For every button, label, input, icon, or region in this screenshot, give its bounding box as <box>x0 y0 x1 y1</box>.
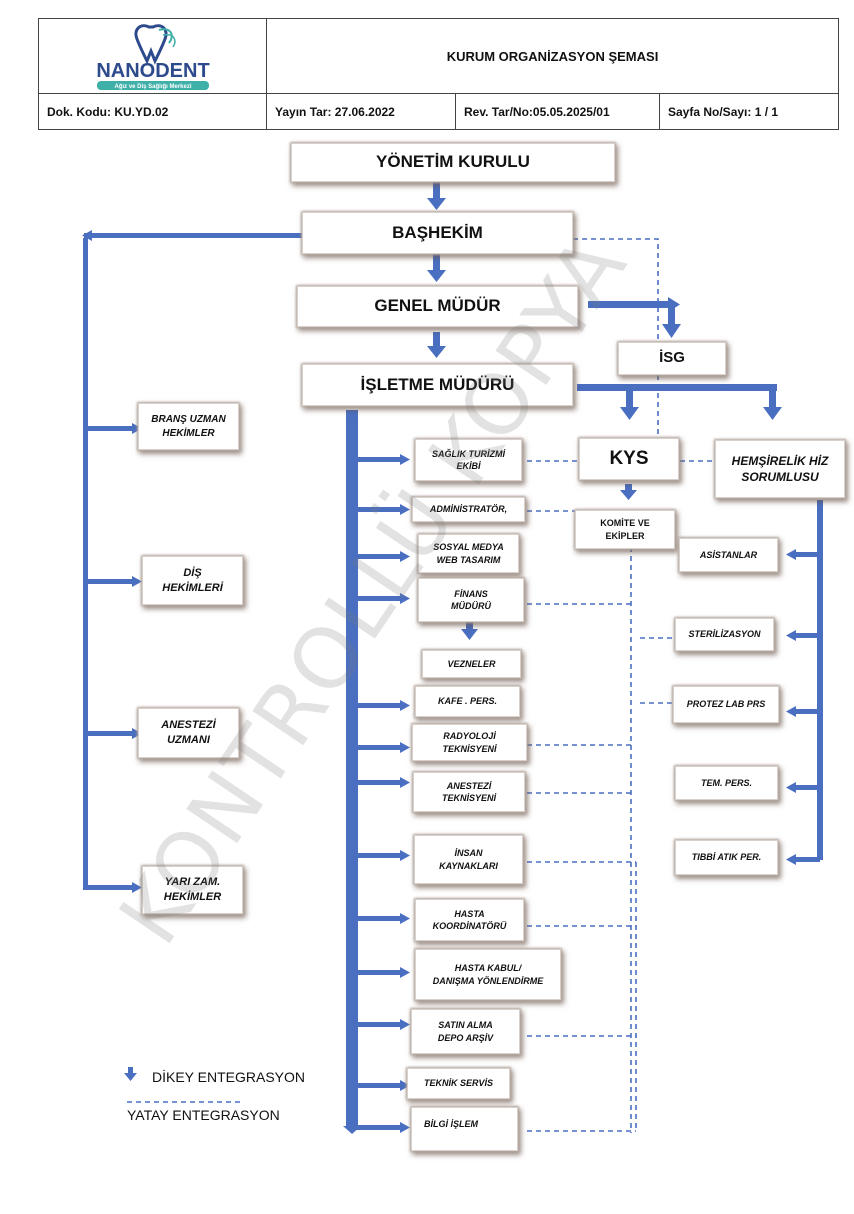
center-box-administrator: ADMİNİSTRATÖR, <box>412 497 525 522</box>
right-box-medical-waste: TIBBİ ATIK PER. <box>675 840 778 875</box>
center-box-anesthesia-tech: ANESTEZİ TEKNİSYENİ <box>413 772 525 812</box>
committees-box: KOMİTE VE EKİPLER <box>575 510 675 549</box>
general-manager-box: GENEL MÜDÜR <box>297 286 578 327</box>
center-box-health-tourism: SAĞLIK TURİZMİ EKİBİ <box>415 439 522 481</box>
left-box-anesthesiologist: ANESTEZİ UZMANI <box>138 708 239 758</box>
left-box-branch-specialists: BRANŞ UZMAN HEKİMLER <box>138 403 239 450</box>
isg-box: İSG <box>618 342 726 375</box>
center-box-cafe-staff: KAFE . PERS. <box>415 686 520 717</box>
logo-name: NANODENT <box>96 60 209 82</box>
center-box-it: BİLGİ İŞLEM <box>411 1107 518 1151</box>
kys-box: KYS <box>579 438 679 480</box>
center-box-technical-service: TEKNİK SERVİS <box>407 1068 510 1099</box>
nanodent-logo: NANODENT Ağız ve Diş Sağlığı Merkezi <box>96 24 210 90</box>
nursing-box: HEMŞİRELİK HİZ SORUMLUSU <box>715 440 845 498</box>
legend-vertical-label: DİKEY ENTEGRASYON <box>152 1069 306 1085</box>
legend-horizontal-label: YATAY ENTEGRASYON <box>127 1107 280 1123</box>
chief-physician-box: BAŞHEKİM <box>302 212 573 254</box>
board-box: YÖNETİM KURULU <box>291 143 615 182</box>
center-box-finance: FİNANS MÜDÜRÜ <box>418 578 524 622</box>
page-number: Sayfa No/Sayı: 1 / 1 <box>659 93 839 130</box>
left-box-dentists: DİŞ HEKİMLERİ <box>142 556 243 605</box>
center-box-social-media: SOSYAL MEDYA WEB TASARIM <box>418 534 519 573</box>
left-box-part-time: YARI ZAM. HEKİMLER <box>142 866 243 914</box>
center-box-patient-coordinator: HASTA KOORDİNATÖRÜ <box>415 899 524 941</box>
right-box-sterilization: STERİLİZASYON <box>675 618 774 651</box>
center-box-radiology-tech: RADYOLOJİ TEKNİSYENİ <box>412 724 527 761</box>
center-box-human-resources: İNSAN KAYNAKLARI <box>414 835 523 884</box>
center-box-patient-admission: HASTA KABUL/ DANIŞMA YÖNLENDİRME <box>415 949 561 1000</box>
operations-manager-box: İŞLETME MÜDÜRÜ <box>302 364 573 406</box>
right-box-prosthesis-lab: PROTEZ LAB PRS <box>673 686 779 723</box>
logo-tagline: Ağız ve Diş Sağlığı Merkezi <box>114 84 191 90</box>
center-box-cashiers: VEZNELER <box>422 650 521 678</box>
right-box-cleaning-staff: TEM. PERS. <box>675 766 778 800</box>
center-box-purchasing: SATIN ALMA DEPO ARŞİV <box>411 1009 520 1054</box>
right-box-assistants: ASİSTANLAR <box>679 538 778 572</box>
